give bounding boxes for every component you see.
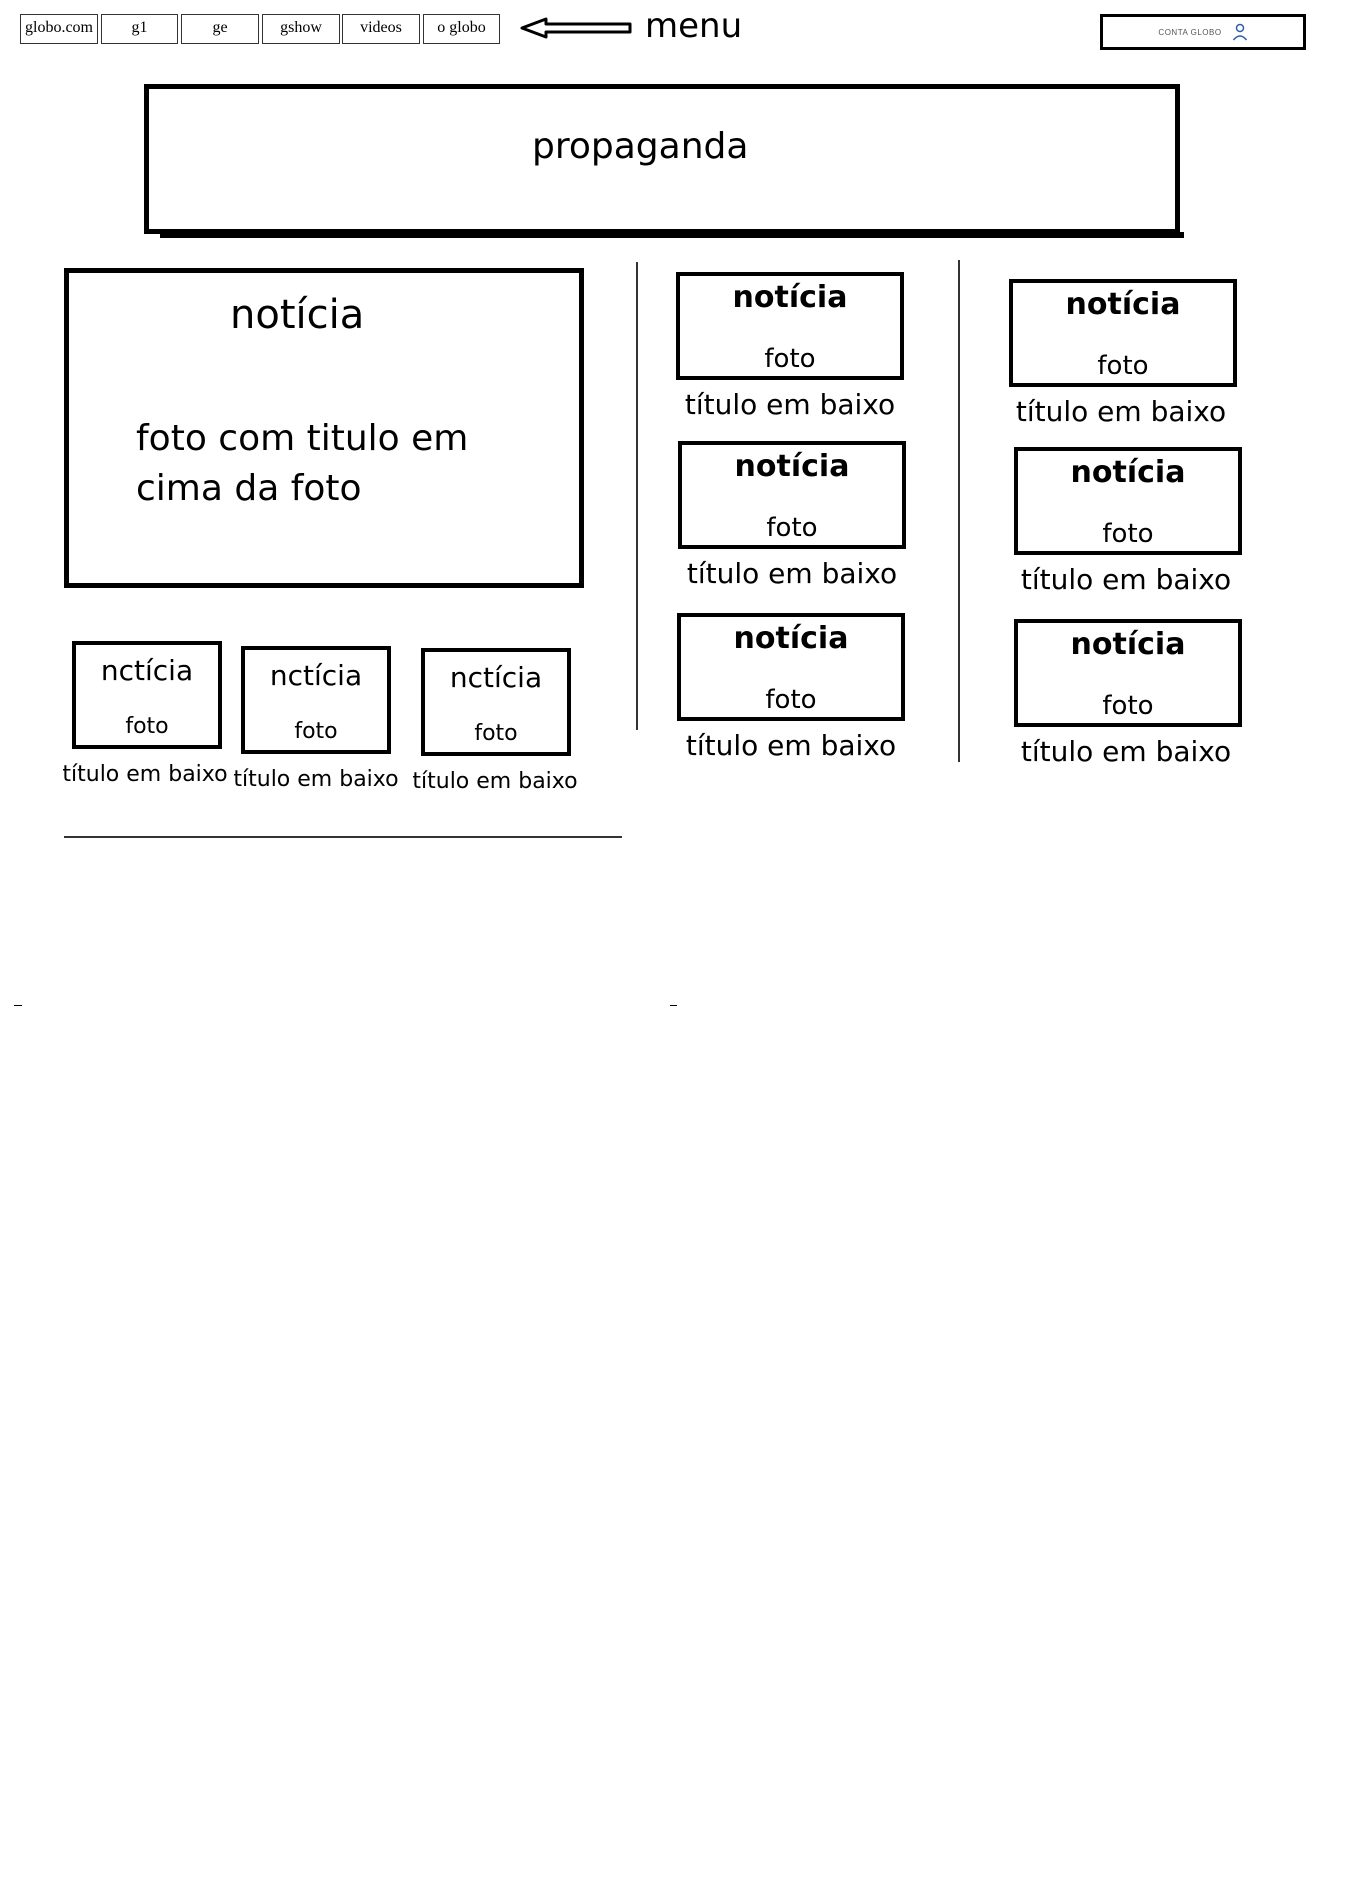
nav-tab-ge[interactable]: ge [181,14,259,44]
bottom-card-title[interactable]: título em baixo [62,762,228,787]
bottom-card-foto: foto [294,719,338,744]
bottom-card-title[interactable]: título em baixo [233,767,399,792]
ad-banner[interactable] [144,84,1180,234]
middle-card-foto: foto [766,513,818,543]
nav-tab-gshow[interactable]: gshow [262,14,340,44]
ad-label: propaganda [532,126,749,167]
right-card-heading: notícia [1070,627,1186,662]
bottom-news-card-1[interactable] [72,641,222,749]
middle-card-heading: notícia [733,621,849,656]
feature-news-card[interactable] [64,268,584,588]
middle-card-foto: foto [765,685,817,715]
feature-text: foto com titulo em cima da foto [136,418,469,509]
right-card-heading: notícia [1070,455,1186,490]
user-icon [1232,23,1247,41]
right-card-foto: foto [1097,351,1149,381]
bottom-card-heading: nctícia [100,654,194,687]
middle-news-card-3[interactable] [677,613,905,721]
middle-card-title[interactable]: título em baixo [685,729,897,762]
right-news-card-3[interactable] [1014,619,1242,727]
bottom-news-card-2[interactable] [241,646,391,754]
nav-tab-g1[interactable]: g1 [101,14,178,44]
bottom-card-foto: foto [474,721,518,746]
nav-tab-globo-com[interactable]: globo.com [20,14,98,44]
feature-heading: notícia [230,292,365,338]
middle-news-card-2[interactable] [678,441,906,549]
right-card-title[interactable]: título em baixo [1020,735,1232,768]
menu-label: menu [645,6,743,46]
section-divider [64,836,622,838]
column-divider [636,262,638,730]
stray-mark [14,1005,22,1006]
nav-tab-o-globo[interactable]: o globo [423,14,500,44]
middle-card-foto: foto [764,344,816,374]
right-news-card-2[interactable] [1014,447,1242,555]
right-card-heading: notícia [1065,287,1181,322]
right-card-foto: foto [1102,519,1154,549]
ad-banner-shadow [160,232,1184,238]
middle-card-title[interactable]: título em baixo [686,557,898,590]
right-card-foto: foto [1102,691,1154,721]
middle-card-heading: notícia [732,280,848,315]
bottom-card-foto: foto [125,714,169,739]
bottom-card-heading: nctícia [449,661,543,694]
middle-card-heading: notícia [734,449,850,484]
middle-card-title[interactable]: título em baixo [684,388,896,421]
account-label: CONTA GLOBO [1158,27,1222,37]
arrow-left-icon [520,17,632,39]
right-card-title[interactable]: título em baixo [1015,395,1227,428]
bottom-card-title[interactable]: título em baixo [412,769,578,794]
nav-tab-videos[interactable]: videos [342,14,420,44]
bottom-news-card-3[interactable] [421,648,571,756]
right-news-card-1[interactable] [1009,279,1237,387]
right-card-title[interactable]: título em baixo [1020,563,1232,596]
stray-mark [670,1005,677,1006]
column-divider [958,260,960,762]
middle-news-card-1[interactable] [676,272,904,380]
account-button[interactable]: CONTA GLOBO [1100,14,1306,50]
bottom-card-heading: nctícia [269,659,363,692]
